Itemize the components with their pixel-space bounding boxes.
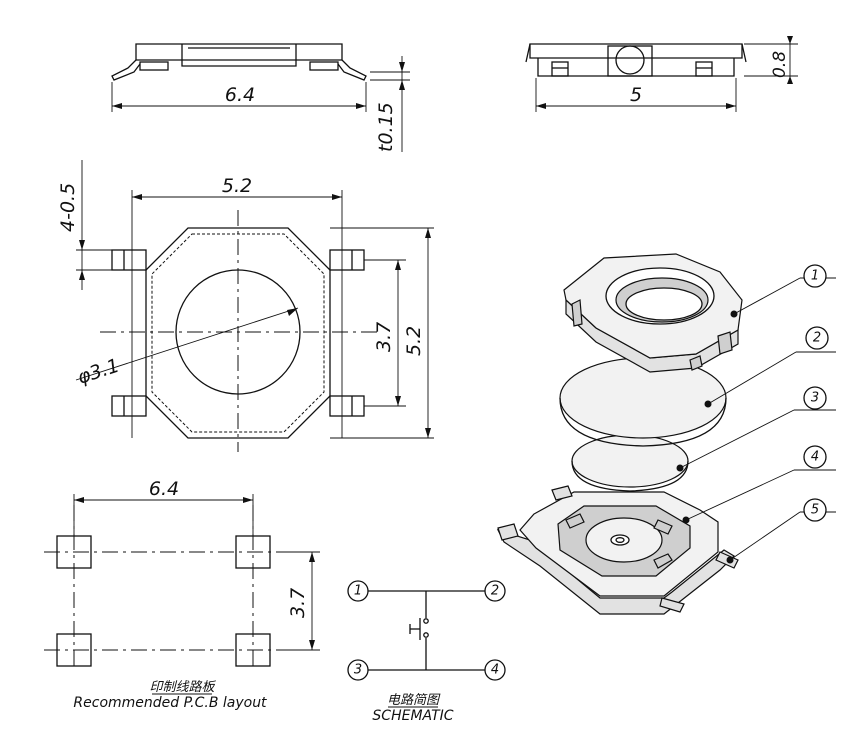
top-view-pin-tl bbox=[111, 249, 147, 271]
schematic-pin-2-label: 2 bbox=[491, 584, 499, 599]
exploded-view: 1 2 3 4 5 bbox=[496, 253, 836, 615]
end-view-button bbox=[615, 45, 645, 75]
schematic-title-en: SCHEMATIC bbox=[372, 708, 453, 724]
pcb-pad-bl bbox=[56, 633, 92, 667]
diameter-leader bbox=[75, 307, 299, 381]
pin-width-label: 4-0.5 bbox=[57, 183, 79, 232]
end-view: 5 0.8 bbox=[525, 36, 798, 112]
top-view-height-label: 5.2 bbox=[403, 326, 425, 356]
base-center-contact bbox=[610, 534, 630, 546]
top-view-pin-tr bbox=[329, 249, 365, 271]
base-side bbox=[496, 529, 735, 615]
top-view: 5.2 4-0.5 3.7 5.2 φ3.1 bbox=[57, 160, 434, 452]
pcb-title-cn: 印制线路板 bbox=[149, 680, 216, 695]
top-view-pin-br bbox=[329, 395, 365, 417]
part-label-1: 1 bbox=[811, 269, 819, 284]
part-label-3: 3 bbox=[811, 391, 819, 406]
thickness-label: t0.15 bbox=[375, 102, 397, 152]
pcb-pitch-label: 3.7 bbox=[287, 588, 309, 618]
pcb-width-label: 6.4 bbox=[149, 478, 179, 500]
height-label: 0.8 bbox=[770, 51, 790, 78]
end-view-top-plate bbox=[529, 43, 743, 59]
part-base bbox=[496, 485, 739, 615]
part-label-3-circle bbox=[803, 386, 827, 410]
top-view-body bbox=[145, 227, 331, 439]
part-small-disc bbox=[571, 434, 689, 488]
pcb-layout: 6.4 3.7 印制线路板 Recommended P.C.B layout bbox=[44, 478, 320, 711]
side-view-width-label: 6.4 bbox=[225, 84, 255, 106]
schematic-pin-4-label: 4 bbox=[491, 663, 499, 678]
pcb-pad-br bbox=[235, 633, 271, 667]
base-terminal-l bbox=[497, 523, 519, 541]
part-large-disc bbox=[559, 357, 727, 439]
part-label-2-circle bbox=[805, 326, 829, 350]
top-view-width-label: 5.2 bbox=[222, 175, 252, 197]
part-label-2: 2 bbox=[813, 331, 821, 346]
part-actuator-cap bbox=[563, 253, 743, 373]
side-view-center-block bbox=[181, 44, 297, 67]
part-label-4: 4 bbox=[811, 450, 819, 465]
top-view-pin-bl bbox=[111, 395, 147, 417]
side-view-body bbox=[135, 43, 343, 61]
part-label-4-circle bbox=[803, 445, 827, 469]
schematic-title-cn: 电路简图 bbox=[387, 693, 441, 708]
side-view-left-terminal bbox=[111, 59, 141, 81]
part-label-1-circle bbox=[803, 264, 827, 288]
base-terminal-b bbox=[659, 597, 685, 613]
diameter-label: φ3.1 bbox=[75, 355, 122, 389]
schematic: 1 2 3 4 电路简图 SCHEMATIC bbox=[347, 580, 506, 724]
schematic-pin-3-label: 3 bbox=[354, 663, 362, 678]
side-view-right-pad bbox=[309, 61, 339, 71]
top-view-pitch-label: 3.7 bbox=[373, 322, 395, 352]
end-view-width-label: 5 bbox=[630, 84, 642, 106]
side-view: 6.4 t0.15 bbox=[111, 43, 410, 152]
base-terminal-tl bbox=[551, 485, 573, 501]
part-label-5: 5 bbox=[811, 503, 819, 518]
side-view-right-terminal bbox=[337, 59, 367, 81]
part-label-5-circle bbox=[803, 498, 827, 522]
schematic-pin-1-label: 1 bbox=[354, 584, 362, 599]
pcb-title-en: Recommended P.C.B layout bbox=[73, 695, 267, 711]
side-view-left-pad bbox=[139, 61, 169, 71]
